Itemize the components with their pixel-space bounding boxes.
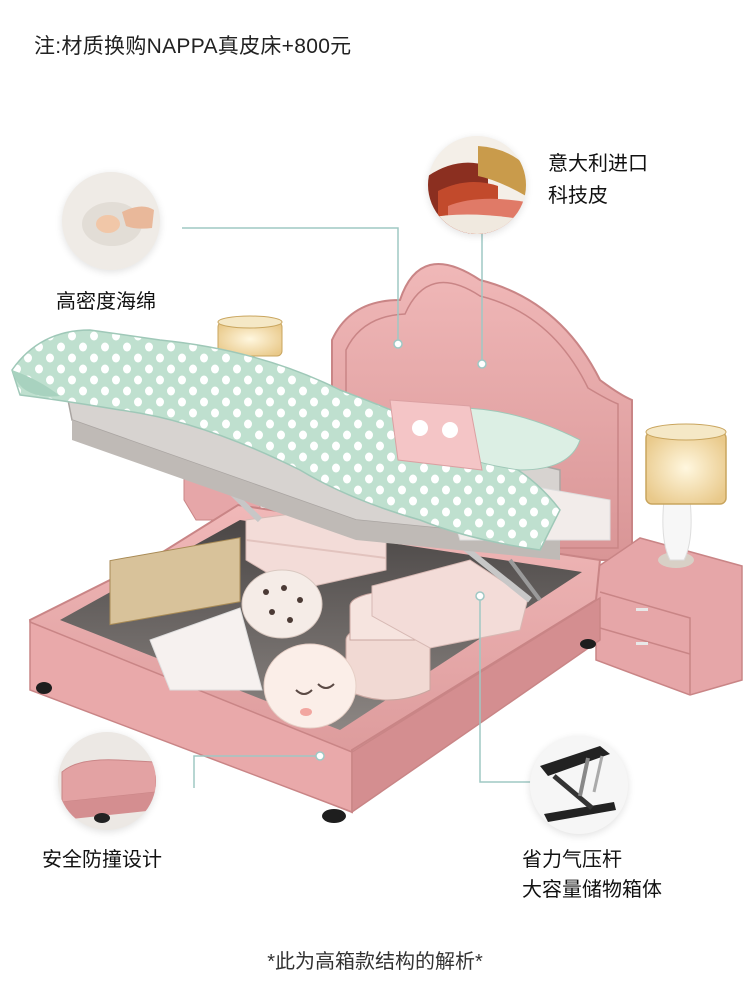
sponge-label: 高密度海绵 xyxy=(56,291,156,313)
gas-label-line2: 大容量储物箱体 xyxy=(522,879,662,901)
lamp-shade-right xyxy=(645,431,727,505)
leather-label-line1: 意大利进口 xyxy=(548,153,648,175)
leather-callout-image xyxy=(428,136,526,234)
leader-safety xyxy=(193,755,320,788)
leather-label-line2: 科技皮 xyxy=(548,185,608,207)
footer-note: *此为高箱款结构的解析* xyxy=(267,951,483,973)
leader-sponge xyxy=(182,227,399,340)
nightstand-right xyxy=(595,537,743,696)
gas-label-line1: 省力气压杆 xyxy=(522,849,622,871)
safety-callout-image xyxy=(58,732,156,830)
gas-strut-callout-image xyxy=(530,736,628,834)
dotted-pillow xyxy=(241,569,323,639)
sponge-callout-image xyxy=(62,172,160,270)
face-pillow xyxy=(263,643,357,729)
safety-label: 安全防撞设计 xyxy=(42,849,162,871)
duvet xyxy=(11,329,561,551)
leader-gas xyxy=(479,600,538,783)
material-note: 注:材质换购NAPPA真皮床+800元 xyxy=(34,35,352,58)
